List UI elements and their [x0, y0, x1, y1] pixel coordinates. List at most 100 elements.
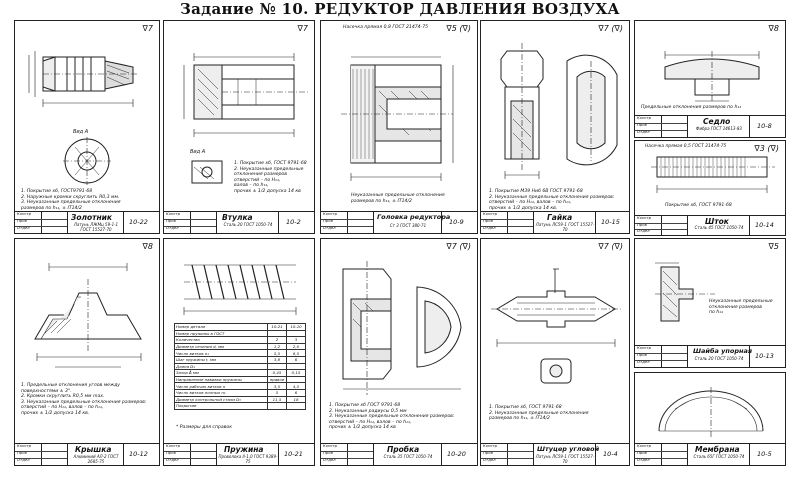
stamp-label: Пров — [637, 222, 647, 227]
notes: Покрытие хб, ГОСТ 9791-68 — [665, 203, 785, 209]
part-code: 10-13 — [755, 352, 774, 360]
notes: Неуказанные предельные отклонения размер… — [709, 299, 785, 316]
note-line: 2. Кромки скруглить R0,5 мм max. — [21, 394, 105, 400]
note-line: валов – по h₁₄, — [234, 183, 269, 189]
note-line: прочих ± 1/2 допуска 14 кв — [329, 425, 396, 431]
stamp-label: Пров — [483, 450, 493, 455]
spring-table-row: Длина D₁ — [174, 362, 306, 371]
stamp-label: Пров — [17, 450, 27, 455]
roughness-symbol: ∇5 (∇) — [446, 24, 471, 33]
note-line: отверстий – по H₁₄, валов – по h₁₄, — [21, 405, 104, 411]
spring-param-label: Число рабочих витков n — [174, 382, 268, 390]
stamp-label: Пров — [323, 218, 333, 223]
stamp-label: Отдел — [637, 129, 650, 134]
stamp-label: Пров — [17, 218, 27, 223]
roughness-symbol: ∇3 (∇) — [754, 144, 779, 153]
note-line: прочих ± 1/2 допуска 14 кв. — [21, 410, 90, 416]
spring-param-label: Диаметр контрольной стали D₃ — [174, 395, 268, 404]
spring-param-label: Зазор Δ мм — [174, 369, 268, 377]
title-block: Констр Пров Отдел Золотник Латунь ЛЖМц 5… — [15, 211, 159, 233]
note-line: размеров по h₁₄, ± IT14/2 — [21, 205, 82, 211]
spring-param-value: 2,0 — [286, 342, 306, 351]
stamp-label: Констр — [17, 211, 32, 216]
stamp-label: Констр — [637, 215, 652, 220]
stamp-label: Констр — [166, 443, 181, 448]
stamp-label: Констр — [483, 443, 498, 448]
sheet-shtutser: ∇7 (∇) 1. Покрытие хб, ГОСТ 9791-68 2. Н… — [480, 238, 630, 466]
sheet-golovka: ∇5 (∇) Насечка прямая 0,8 ГОСТ 21474-75 … — [320, 20, 478, 234]
part-name: Пробка — [387, 445, 420, 454]
notes: 1. Покрытие хб, ГОСТ 9791-68 2. Неуказан… — [234, 161, 314, 195]
part-code: 10-21 — [284, 450, 303, 458]
stamp-label: Пров — [166, 218, 176, 223]
part-material: Сталь 65Г ГОСТ 1050-74 — [693, 454, 745, 459]
spring-param-value: 1,2 — [267, 342, 287, 351]
sheet-gaika: ∇7 (∇) 1. Покрытие М39 Ниб 6В ГОСТ 9791-… — [480, 20, 630, 234]
stamp-label: Отдел — [323, 225, 336, 230]
note-line: 2. Неуказанные предельные — [234, 166, 304, 172]
spring-param-value: 5,5 — [267, 349, 287, 357]
part-material: Фибра ГОСТ 14613-83 — [696, 126, 742, 131]
stamp-label: Констр — [166, 211, 181, 216]
part-name: Штуцер угловой — [537, 445, 600, 453]
spring-param-value — [286, 375, 306, 384]
note-line: Неуказанные предельные — [709, 299, 773, 304]
part-material: Сталь 45 ГОСТ 1050-74 — [694, 225, 744, 230]
sheet-membrana: Констр Пров Отдел Мембрана Сталь 65Г ГОС… — [634, 372, 786, 466]
stamp-label: Пров — [637, 450, 647, 455]
title-block: Констр Пров Отдел Штуцер угловой Латунь … — [481, 443, 629, 465]
stamp-label: Констр — [17, 443, 32, 448]
part-name: Седло — [703, 117, 731, 126]
part-material: Латунь ЛС59-1 ГОСТ 15527-70 — [535, 454, 595, 464]
title-block: Констр Пров Отдел Шток Сталь 45 ГОСТ 105… — [635, 215, 785, 235]
knurl-note: Насечка прямая 0,8 ГОСТ 21474-75 — [343, 25, 429, 30]
spring-param-value: 3,8 — [267, 355, 287, 364]
part-material: Латунь ЛЖМц 59-1-1 ГОСТ 15527-70 — [73, 222, 119, 232]
title-block: Констр Пров Отдел Крышка Алюминий АЛ-2 Г… — [15, 443, 159, 465]
note-line: 1. Покрытие хб, ГОСТ 9791-68 — [234, 161, 307, 166]
part-material: Латунь ЛС59-1 ГОСТ 15527-70 — [535, 222, 595, 232]
stamp-label: Пров — [637, 352, 647, 357]
sheet-zolotnik: ∇7 Вид А 1. Покрытие хб, ГОСТ9791-68 2. … — [14, 20, 160, 234]
spring-param-value: 10-21 — [267, 323, 287, 331]
note-line: отверстий – по H₁₄, валов – по h₁₄, — [489, 200, 572, 206]
stamp-label: Пров — [637, 122, 647, 127]
title-block: Констр Пров Отдел Пробка Сталь 35 ГОСТ 1… — [321, 443, 477, 465]
stamp-label: Отдел — [637, 228, 650, 233]
notes: 1. Покрытие хб, ГОСТ 9791-68 2. Неуказан… — [489, 405, 629, 422]
note-line: 2. Неуказанные предельные отклонения — [489, 410, 589, 416]
spring-param-value: 4,5 — [286, 382, 306, 390]
view-label: Вид А — [190, 149, 206, 155]
roughness-symbol: ∇7 (∇) — [598, 242, 623, 251]
stamp-label: Констр — [637, 345, 652, 350]
membrana-drawing — [658, 387, 764, 437]
note-line: 1. Покрытие М39 Ниб 6В ГОСТ 9791-68 — [489, 189, 583, 194]
title-block: Констр Пров Отдел Мембрана Сталь 65Г ГОС… — [635, 443, 785, 465]
part-material: Сталь 20 ГОСТ 1050-74 — [694, 356, 744, 361]
notes: Предельные отклонения размеров по h₁₄ — [641, 105, 781, 111]
kryshka-drawing — [34, 263, 142, 368]
note-line: 3. Неуказанные предельные отклонения раз… — [329, 414, 455, 420]
gaika-drawing — [500, 43, 618, 179]
spring-param-value: 6 — [286, 388, 306, 397]
title-block: Констр Пров Отдел Втулка Сталь 20 ГОСТ 1… — [164, 211, 314, 233]
part-material: Сталь 35 ГОСТ 1050-74 — [383, 454, 433, 459]
spring-param-label: Диаметр сечения d, мм — [174, 342, 268, 351]
stamp-label: Отдел — [17, 457, 30, 462]
spring-param-value: 10-10 — [286, 323, 306, 331]
notes: 1. Покрытие М39 Ниб 6В ГОСТ 9791-68 2. Н… — [489, 189, 629, 211]
spring-param-value: 0,15 — [286, 369, 306, 377]
part-code: 10-2 — [286, 218, 301, 226]
spring-param-value: 3,5 — [267, 382, 287, 390]
notes: 1. Предельные отклонения углов между пов… — [21, 383, 157, 417]
part-code: 10-15 — [601, 218, 620, 226]
roughness-symbol: ∇5 — [768, 242, 779, 251]
note-line: прочих ± 1/2 допуска 14 кв. — [489, 205, 558, 211]
notes: 1. Покрытие хб, ГОСТ9791-68 2. Наружные … — [21, 189, 157, 211]
part-material: Алюминий АЛ-2 ГОСТ 2685-75 — [73, 454, 119, 464]
